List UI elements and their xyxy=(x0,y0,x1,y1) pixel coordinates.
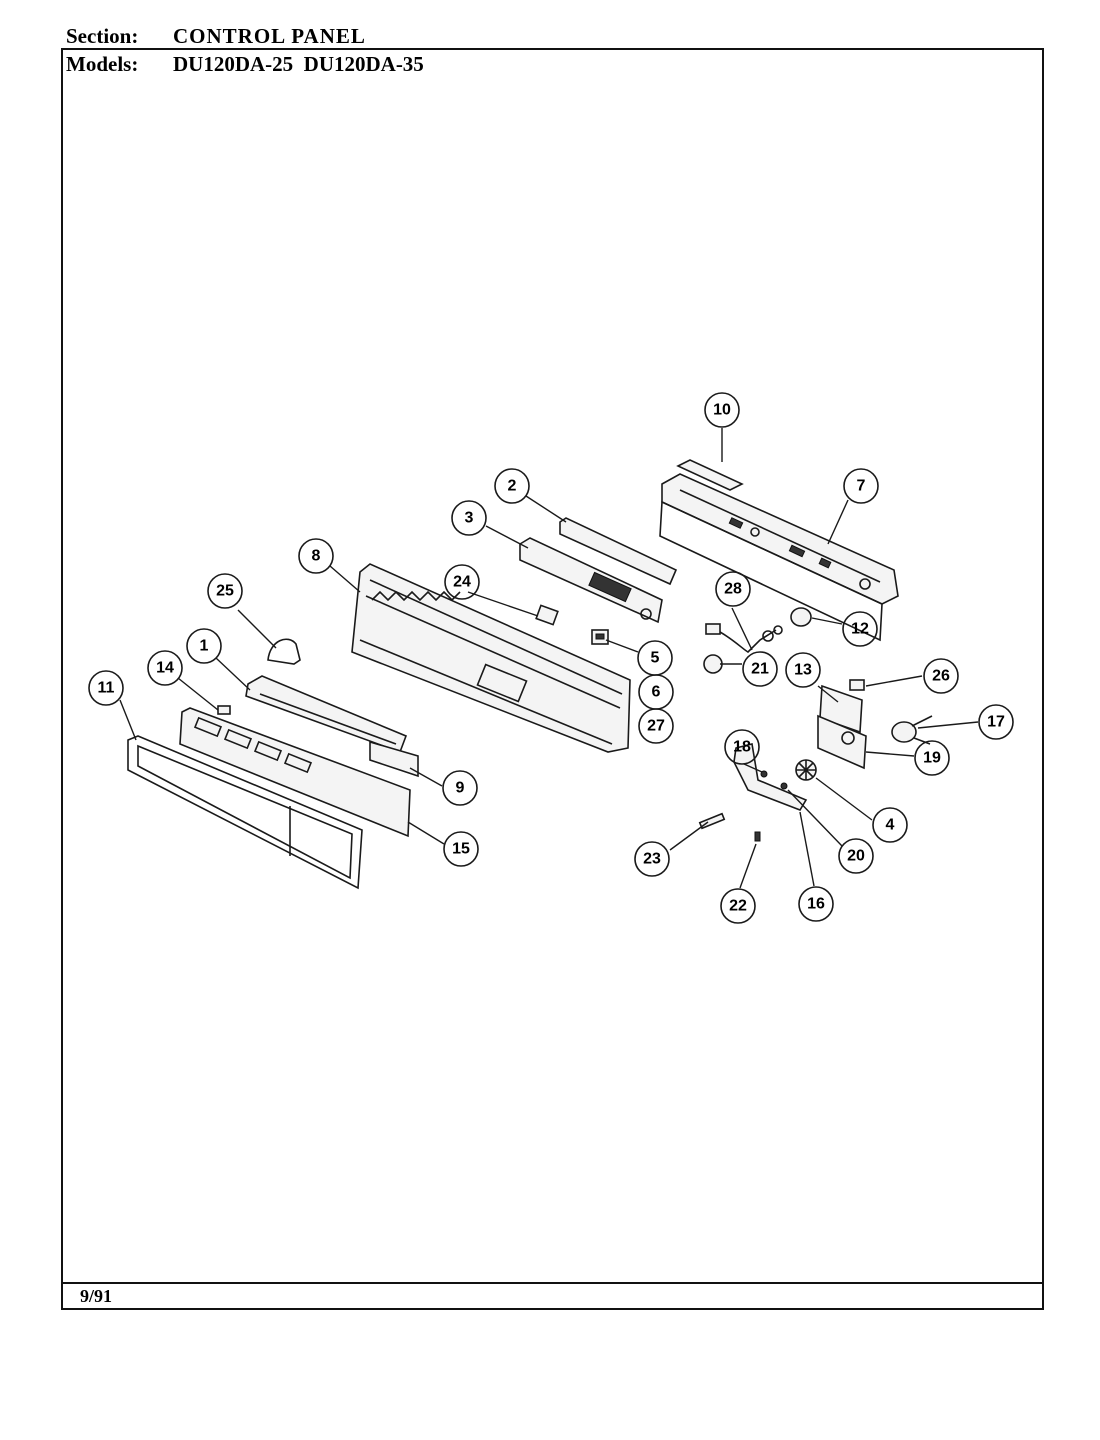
callout-20: 20 xyxy=(838,838,874,874)
part-26-clip xyxy=(849,679,865,691)
callout-13-label: 13 xyxy=(794,662,812,679)
callout-11-label: 11 xyxy=(98,680,115,697)
section-title: CONTROL PANEL xyxy=(173,24,366,48)
callout-1: 1 xyxy=(186,628,222,664)
callout-11: 11 xyxy=(88,670,124,706)
part-9-label xyxy=(369,740,419,778)
callout-20-label: 20 xyxy=(847,848,865,865)
callout-16: 16 xyxy=(798,886,834,922)
callout-18-label: 18 xyxy=(733,739,751,756)
callout-17: 17 xyxy=(978,704,1014,740)
part-19-mount xyxy=(817,714,867,770)
callout-8: 8 xyxy=(298,538,334,574)
callout-19-label: 19 xyxy=(923,750,941,767)
callout-21: 21 xyxy=(742,651,778,687)
part-12-knob xyxy=(790,607,812,627)
callout-15-label: 15 xyxy=(452,841,470,858)
part-28-wire-harness xyxy=(705,623,783,653)
part-2-overlay xyxy=(559,517,678,586)
callout-3: 3 xyxy=(451,500,487,536)
footer-divider xyxy=(61,1282,1044,1284)
callout-12-label: 12 xyxy=(851,621,869,638)
callout-5: 5 xyxy=(637,640,673,676)
callout-23: 23 xyxy=(634,841,670,877)
part-14-clip xyxy=(217,705,231,715)
callout-2-label: 2 xyxy=(508,478,517,495)
callout-28-label: 28 xyxy=(724,581,742,598)
callout-9: 9 xyxy=(442,770,478,806)
callout-4: 4 xyxy=(872,807,908,843)
callout-23-label: 23 xyxy=(643,851,661,868)
callout-10: 10 xyxy=(704,392,740,428)
callout-25-label: 25 xyxy=(216,583,234,600)
part-20-screw xyxy=(780,782,788,790)
leader-lines xyxy=(119,428,979,889)
callout-24: 24 xyxy=(444,564,480,600)
callout-27-label: 27 xyxy=(647,718,665,735)
part-15-overlay xyxy=(179,707,411,838)
callout-22-label: 22 xyxy=(729,898,747,915)
part-22-screw xyxy=(754,831,761,842)
callout-6-label: 6 xyxy=(652,684,661,701)
callout-24-label: 24 xyxy=(453,574,471,591)
callout-3-label: 3 xyxy=(465,510,474,527)
part-10-plate xyxy=(676,459,744,491)
callout-2: 2 xyxy=(494,468,530,504)
part-7-rear-panel xyxy=(659,473,899,642)
callout-15: 15 xyxy=(443,831,479,867)
part-8-console xyxy=(351,563,631,753)
diagram-frame xyxy=(61,48,1044,1310)
callout-12: 12 xyxy=(842,611,878,647)
part-1-membrane xyxy=(245,675,408,754)
callout-21-label: 21 xyxy=(751,661,769,678)
part-24-switch xyxy=(535,604,559,626)
callout-14-label: 14 xyxy=(156,660,174,677)
callout-1-label: 1 xyxy=(200,638,209,655)
part-18-screw xyxy=(760,770,768,778)
part-23-pin xyxy=(698,812,726,830)
part-11-frame xyxy=(127,735,363,890)
callout-17-label: 17 xyxy=(987,714,1005,731)
callout-7: 7 xyxy=(843,468,879,504)
callout-8-label: 8 xyxy=(312,548,321,565)
callout-16-label: 16 xyxy=(807,896,825,913)
callout-27: 27 xyxy=(638,708,674,744)
callout-26: 26 xyxy=(923,658,959,694)
callout-9-label: 9 xyxy=(456,780,465,797)
callout-28: 28 xyxy=(715,571,751,607)
part-17-motor xyxy=(891,715,933,745)
part-21-sensor xyxy=(703,654,723,674)
part-25-ribbon-cable xyxy=(267,638,301,665)
callout-6: 6 xyxy=(638,674,674,710)
callout-7-label: 7 xyxy=(857,478,866,495)
revision-date: 9/91 xyxy=(80,1286,113,1306)
callout-5-label: 5 xyxy=(651,650,660,667)
callout-4-label: 4 xyxy=(886,817,895,834)
callout-19: 19 xyxy=(914,740,950,776)
section-label: Section: xyxy=(66,24,139,48)
callout-10-label: 10 xyxy=(713,402,731,419)
callout-14: 14 xyxy=(147,650,183,686)
part-5-relay xyxy=(591,629,609,645)
callout-22: 22 xyxy=(720,888,756,924)
models-list: DU120DA-25 DU120DA-35 xyxy=(173,52,424,76)
models-label: Models: xyxy=(66,52,139,76)
callout-26-label: 26 xyxy=(932,668,950,685)
callout-25: 25 xyxy=(207,573,243,609)
part-3-circuit-board xyxy=(519,537,663,624)
callout-18: 18 xyxy=(724,729,760,765)
part-4-fan xyxy=(795,759,817,781)
callout-13: 13 xyxy=(785,652,821,688)
